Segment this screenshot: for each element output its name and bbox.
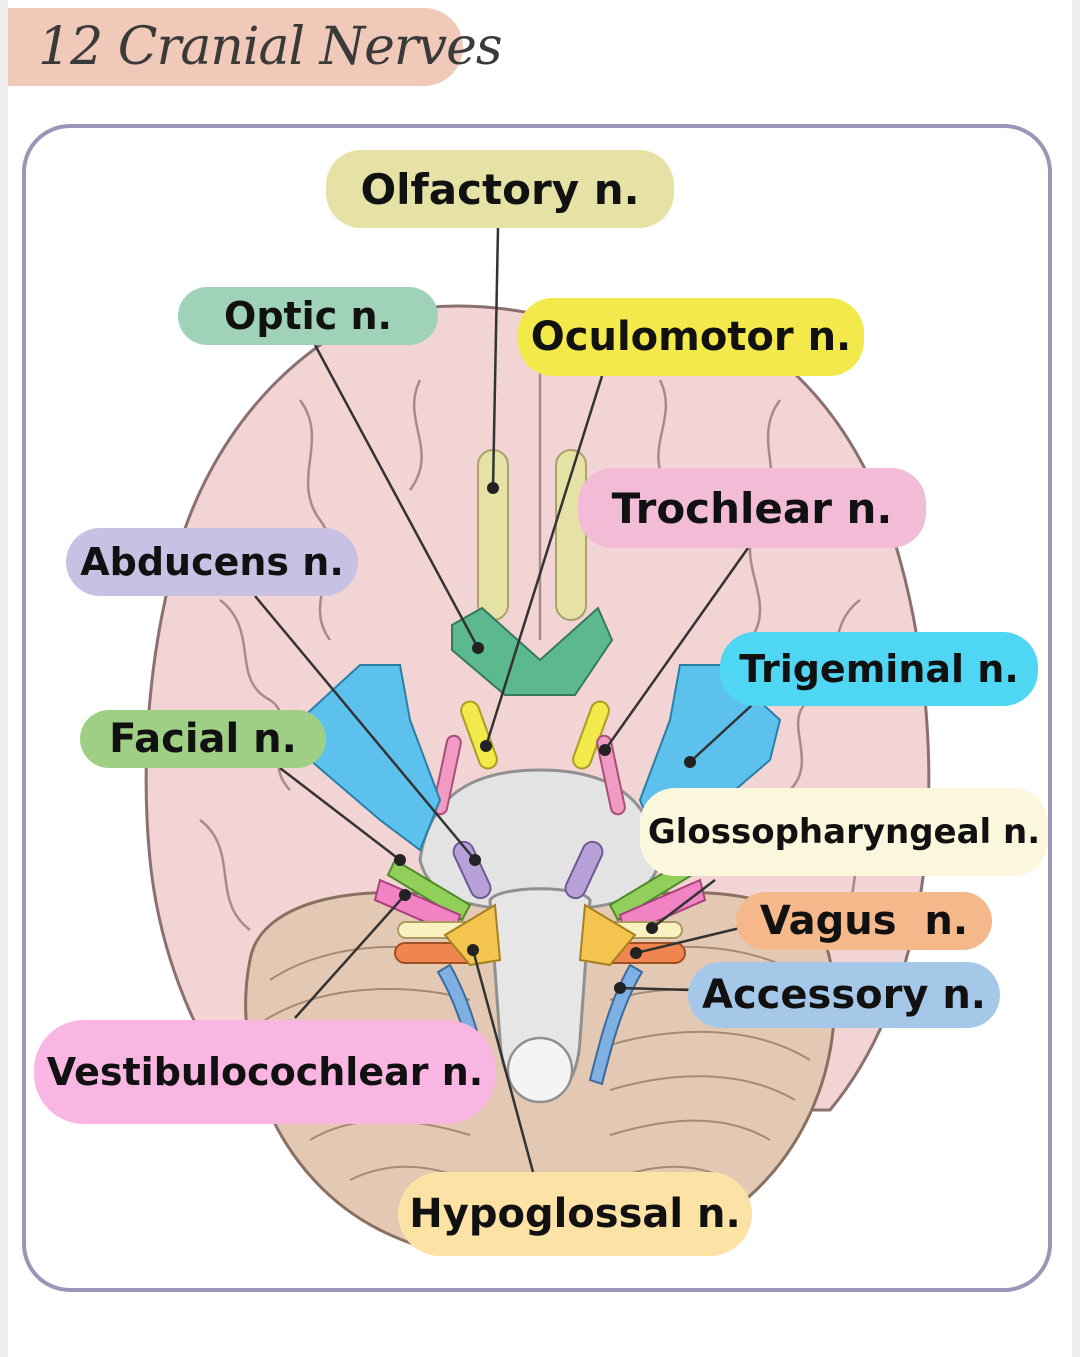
left-edge-strip — [0, 0, 8, 1357]
leader-lines — [254, 227, 753, 1173]
label-oculomotor: Oculomotor n. — [518, 298, 864, 376]
accessory-nerve-right — [588, 963, 644, 1086]
oculomotor-nerve-left — [460, 700, 498, 770]
optic-chiasm — [451, 606, 614, 696]
trochlear-nerve-left — [432, 734, 462, 816]
label-trochlear: Trochlear n. — [578, 468, 926, 548]
label-olfactory: Olfactory n. — [326, 150, 674, 228]
label-glossopharyngeal: Glossopharyngeal n. — [640, 788, 1048, 876]
label-hypoglossal: Hypoglossal n. — [398, 1172, 752, 1256]
leader-dots — [394, 482, 696, 994]
label-trigeminal: Trigeminal n. — [720, 632, 1038, 706]
label-accessory: Accessory n. — [688, 962, 1000, 1028]
spinal-cord-section — [506, 1036, 574, 1104]
hypoglossal-rootlets-right — [578, 903, 637, 967]
abducens-nerve-right — [564, 840, 604, 900]
page-title: 12 Cranial Nerves — [38, 17, 503, 77]
label-vestibulocochlear: Vestibulocochlear n. — [34, 1020, 496, 1124]
hypoglossal-rootlets-left — [443, 903, 502, 967]
right-edge-strip — [1072, 0, 1080, 1357]
title-banner: 12 Cranial Nerves — [8, 8, 503, 86]
label-vagus: Vagus n. — [736, 892, 992, 950]
label-facial: Facial n. — [80, 710, 326, 768]
label-abducens: Abducens n. — [66, 528, 358, 596]
facial-nerve-left — [386, 858, 472, 922]
label-optic: Optic n. — [178, 287, 438, 345]
